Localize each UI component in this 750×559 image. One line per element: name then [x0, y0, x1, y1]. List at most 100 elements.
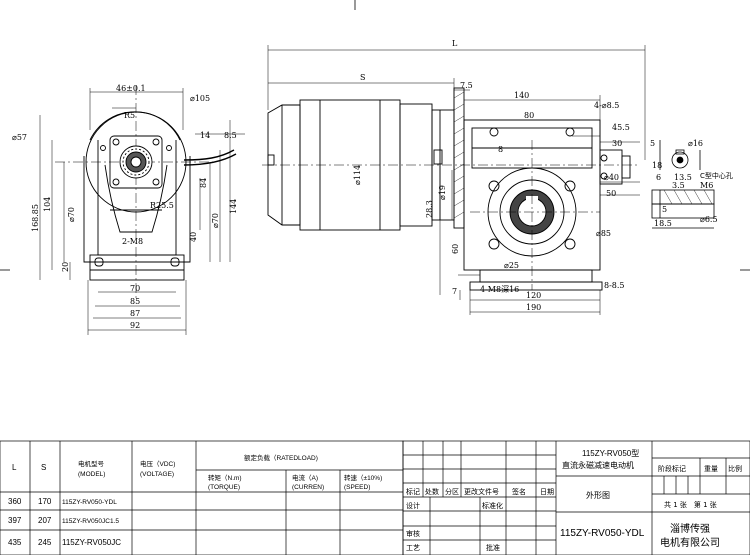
- tb-standard: 标准化: [482, 501, 503, 510]
- tb-drawing-no: 115ZY-RV050-YDL: [560, 528, 645, 539]
- header-torque-en: (TORQUE): [208, 484, 240, 491]
- dim-84: 84: [199, 178, 208, 188]
- header-current-en: (CURREN): [292, 484, 324, 491]
- dim-45-5: 45.5: [612, 123, 630, 132]
- table-row-1-model: 115ZY-RV050-YDL: [62, 499, 117, 506]
- tb-rev-sign: 签名: [512, 487, 526, 496]
- tb-weight: 重量: [704, 465, 718, 473]
- tb-sheets: 共 1 张 第 1 张: [664, 500, 717, 509]
- dim-5: 5: [650, 139, 655, 148]
- left-view: [55, 85, 237, 300]
- dim-50: 50: [606, 189, 616, 198]
- tb-title-model: 115ZY-RV050型: [582, 449, 639, 458]
- table-row-2-model: 115ZY-RV050JC1.5: [62, 518, 119, 525]
- dim-104: 104: [43, 197, 52, 212]
- shaft-detail-labels: 5 ⌀16 18 13.5 C型中心孔 M6 3.5 5 18.5 ⌀6.5: [650, 139, 733, 228]
- header-rated-load: 额定负载（RATEDLOAD): [244, 453, 318, 462]
- dim-phi40: ⌀40: [604, 173, 619, 182]
- title-block: [402, 440, 750, 556]
- tb-process: 工艺: [406, 544, 420, 552]
- dim-144: 144: [229, 199, 238, 214]
- dim-18-5: 18.5: [654, 219, 672, 228]
- tb-company-2: 电机有限公司: [660, 536, 720, 549]
- dim-190: 190: [526, 303, 541, 312]
- table-row-3-S: 245: [38, 538, 52, 547]
- dim-120: 120: [526, 291, 541, 300]
- tb-company-1: 淄博传强: [670, 522, 710, 535]
- dim-phi105: ⌀105: [190, 94, 210, 103]
- dim-phi57: ⌀57: [12, 133, 27, 142]
- tb-design: 设计: [406, 501, 420, 510]
- header-model-cn: 电机型号: [78, 459, 105, 468]
- center-hole-type: C型中心孔: [700, 171, 733, 180]
- tb-ratio: 比例: [728, 464, 742, 473]
- dim-6: 6: [656, 173, 661, 182]
- tb-review: 审核: [406, 529, 420, 538]
- dim-46: 46±0.1: [116, 84, 146, 93]
- tb-title-desc: 直流永磁减速电动机: [562, 460, 634, 470]
- table-row-2-S: 207: [38, 516, 52, 525]
- dim-phi19: ⌀19: [438, 185, 447, 200]
- dim-5b: 5: [662, 205, 667, 214]
- tb-approve: 批准: [486, 543, 500, 552]
- frame-marks: [0, 0, 750, 271]
- header-voltage-cn: 电压（VDC): [140, 459, 175, 468]
- left-view-labels: 46±0.1 R5 ⌀105 ⌀57 14 8.5 168.85 104 ⌀70…: [12, 84, 238, 330]
- dim-60: 60: [451, 244, 460, 254]
- table-row-2-L: 397: [8, 516, 22, 525]
- dim-S: S: [360, 73, 365, 82]
- dim-phi70-right: ⌀70: [211, 213, 220, 228]
- dim-40: 40: [189, 232, 198, 242]
- dim-8-8-5: 8-8.5: [604, 281, 625, 290]
- header-torque-cn: 转矩（N.m): [208, 473, 242, 482]
- dim-phi70-left: ⌀70: [67, 207, 76, 222]
- header-voltage-en: (VOLTAGE): [140, 471, 174, 478]
- table-row-1-L: 360: [8, 497, 22, 506]
- dim-phi6-5: ⌀6.5: [700, 215, 718, 224]
- tb-rev-count: 处数: [425, 487, 439, 496]
- dim-7-5: 7.5: [460, 81, 473, 90]
- header-S: S: [41, 463, 46, 472]
- tb-stage-mark: 阶段标记: [658, 464, 686, 473]
- dim-phi85: ⌀85: [596, 229, 611, 238]
- dim-4-phi8-5: 4-⌀8.5: [594, 101, 619, 110]
- dim-8-5: 8.5: [224, 131, 237, 140]
- dim-18: 18: [652, 161, 662, 170]
- dim-140: 140: [514, 91, 529, 100]
- title-block-text: 标记 处数 分区 更改文件号 签名 日期 设计 标准化 审核 工艺 批准 115…: [406, 449, 742, 552]
- shaft-detail: [651, 140, 715, 229]
- dim-r25-5: R25.5: [150, 201, 174, 210]
- header-speed-cn: 转速（±10%): [344, 473, 382, 482]
- dim-phi25: ⌀25: [504, 261, 519, 270]
- table-row-3-L: 435: [8, 538, 22, 547]
- dim-14: 14: [200, 131, 210, 140]
- spec-table: [0, 440, 404, 556]
- front-view: [267, 87, 631, 291]
- header-L: L: [12, 463, 17, 472]
- dim-r5: R5: [124, 111, 135, 120]
- dim-168-85: 168.85: [31, 204, 40, 232]
- dim-85: 85: [130, 297, 140, 306]
- dim-phi16: ⌀16: [688, 139, 703, 148]
- dim-20: 20: [61, 262, 70, 272]
- dim-70-bottom: 70: [130, 284, 140, 293]
- tb-rev-mark: 标记: [406, 487, 420, 496]
- front-view-centerlines: [262, 140, 640, 290]
- dim-phi114: ⌀114: [353, 165, 362, 185]
- front-view-dimensions: [267, 45, 646, 315]
- dim-92: 92: [130, 321, 140, 330]
- header-speed-en: (SPEED): [344, 484, 370, 491]
- dim-m6: M6: [700, 181, 713, 190]
- dim-4-m8: 4-M8深16: [480, 285, 519, 294]
- dim-3-5: 3.5: [672, 181, 685, 190]
- dim-80: 80: [524, 111, 534, 120]
- dim-13-5: 13.5: [674, 173, 692, 182]
- dim-87: 87: [130, 309, 140, 318]
- spec-table-text: L S 电机型号 (MODEL) 电压（VDC) (VOLTAGE) 额定负载（…: [8, 453, 382, 547]
- table-row-1-S: 170: [38, 497, 52, 506]
- header-current-cn: 电流（A): [292, 473, 318, 482]
- left-view-dimensions: [39, 88, 245, 335]
- dim-L: L: [452, 39, 458, 48]
